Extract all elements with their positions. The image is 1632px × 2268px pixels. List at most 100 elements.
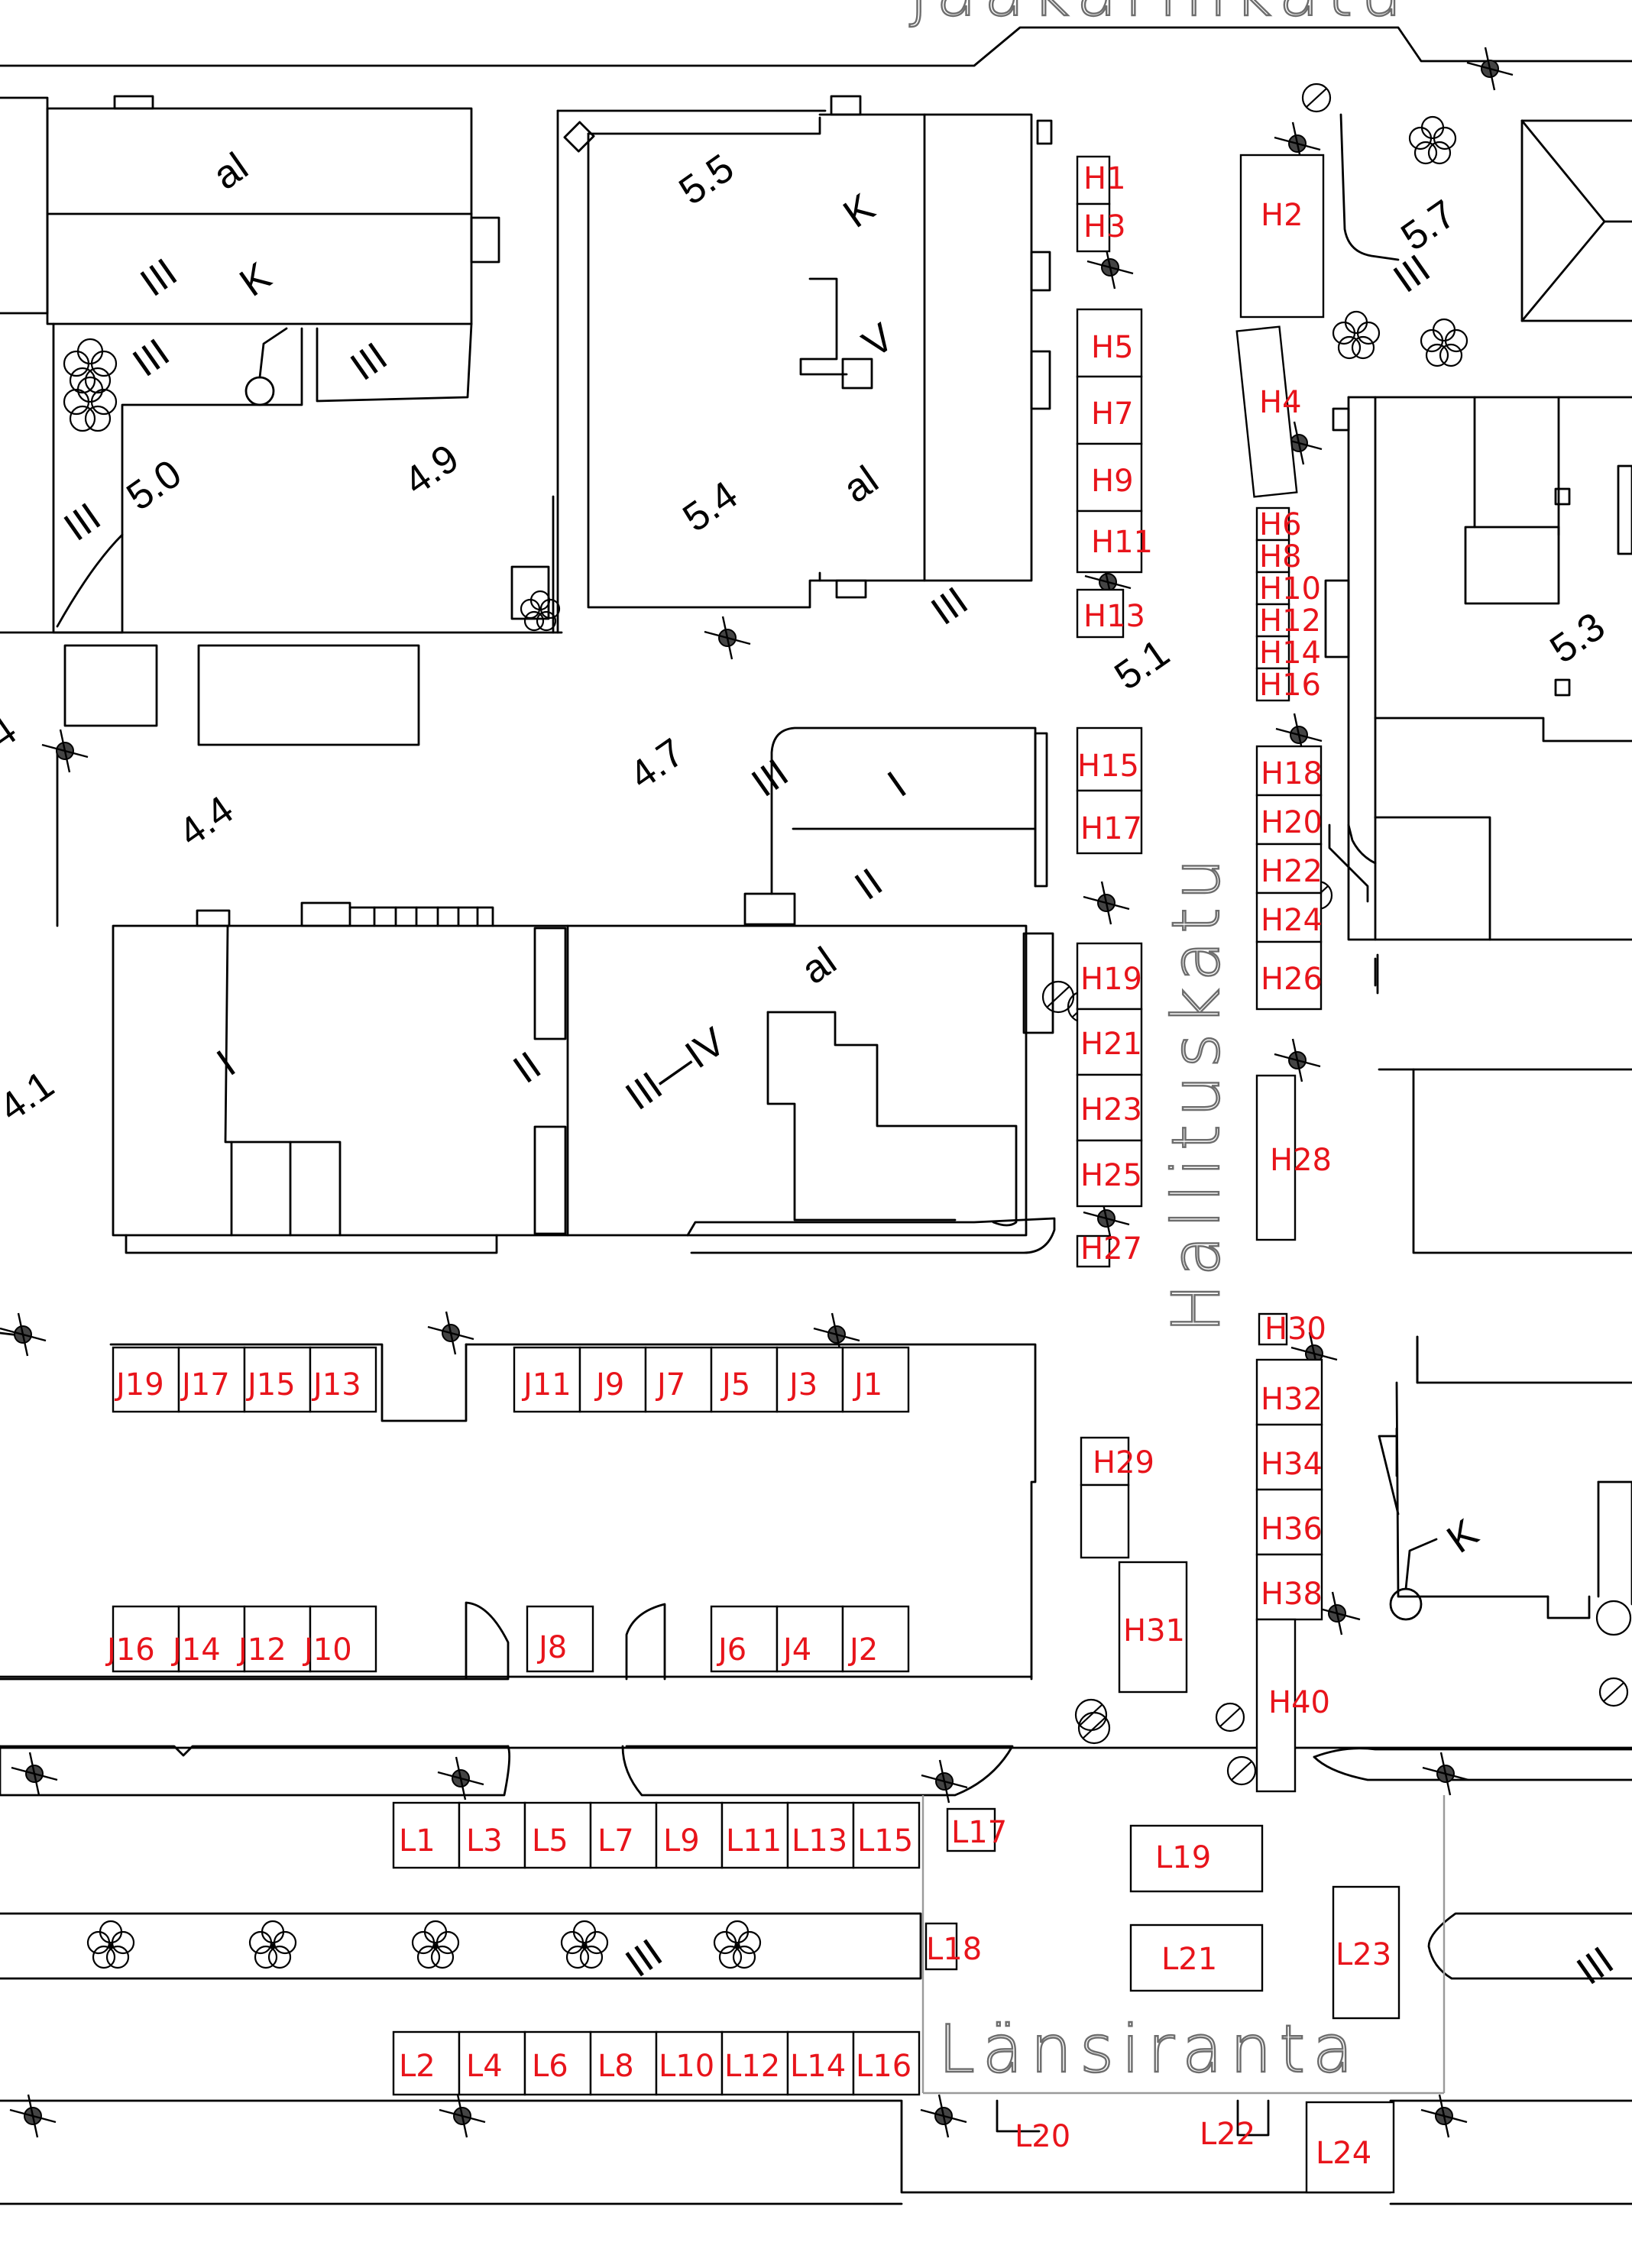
stall-label-j4[interactable]: J4 [781,1632,811,1668]
light-pole-icon [921,1759,968,1804]
stall-label-h21[interactable]: H21 [1080,1027,1142,1062]
stall-label-h16[interactable]: H16 [1259,668,1321,703]
stall-label-h14[interactable]: H14 [1259,636,1321,671]
stall-label-h10[interactable]: H10 [1259,571,1321,607]
stall-label-h24[interactable]: H24 [1261,903,1323,938]
stall-label-h23[interactable]: H23 [1080,1092,1142,1128]
valve-icon [1215,1702,1245,1733]
stall-label-h6[interactable]: H6 [1259,507,1302,542]
light-pole-icon [1274,1038,1321,1082]
light-pole-icon [704,616,751,660]
stall-label-h31[interactable]: H31 [1123,1613,1185,1648]
stall-label-l7[interactable]: L7 [597,1823,634,1859]
stall-label-j6[interactable]: J6 [716,1632,746,1668]
stall-label-j12[interactable]: J12 [236,1632,287,1668]
building-north-center [510,95,1053,634]
stall-label-j3[interactable]: J3 [787,1367,818,1403]
stall-rectangles [112,154,1400,2194]
stall-label-j10[interactable]: J10 [302,1632,352,1668]
stall-label-h9[interactable]: H9 [1091,464,1134,499]
stall-label-l24[interactable]: L24 [1316,2136,1371,2171]
stall-label-h4[interactable]: H4 [1259,385,1302,420]
stall-label-h29[interactable]: H29 [1093,1445,1154,1480]
stall-label-h20[interactable]: H20 [1261,805,1323,840]
valve-icon [1226,1755,1257,1786]
light-pole-icon [1083,881,1130,925]
stall-label-h17[interactable]: H17 [1080,811,1142,846]
stall-label-h28[interactable]: H28 [1270,1143,1332,1178]
stall-label-h30[interactable]: H30 [1264,1312,1326,1347]
stall-label-j5[interactable]: J5 [720,1367,750,1403]
stall-label-l10[interactable]: L10 [659,2049,714,2084]
valve-icon [1595,1600,1632,1636]
stall-label-h11[interactable]: H11 [1091,525,1153,560]
stall-label-h3[interactable]: H3 [1083,209,1126,244]
stall-label-l4[interactable]: L4 [466,2049,503,2084]
stall-label-l18[interactable]: L18 [926,1932,982,1967]
stall-label-l22[interactable]: L22 [1200,2117,1255,2152]
stall-label-j14[interactable]: J14 [170,1632,221,1668]
valve-icon [1598,1677,1629,1707]
stall-label-h32[interactable]: H32 [1261,1382,1323,1417]
stall-label-h26[interactable]: H26 [1261,962,1323,997]
stall-label-l20[interactable]: L20 [1015,2119,1070,2154]
stall-label-l6[interactable]: L6 [532,2049,568,2084]
stall-label-j13[interactable]: J13 [311,1367,361,1403]
stall-label-j1[interactable]: J1 [852,1367,882,1403]
light-poles [0,47,1514,2138]
stall-label-h36[interactable]: H36 [1261,1512,1323,1547]
stall-label-l2[interactable]: L2 [399,2049,436,2084]
stall-label-h5[interactable]: H5 [1091,330,1134,365]
stall-label-l17[interactable]: L17 [951,1815,1007,1850]
building-northeast [1324,113,1632,995]
stall-label-j15[interactable]: J15 [245,1367,296,1403]
stall-label-l9[interactable]: L9 [663,1823,700,1859]
stall-label-h13[interactable]: H13 [1083,599,1145,634]
light-pole-icon [1274,121,1321,166]
stall-label-l11[interactable]: L11 [726,1823,782,1859]
stall-label-l23[interactable]: L23 [1336,1937,1391,1972]
stall-label-l5[interactable]: L5 [532,1823,568,1859]
tree-icon [713,1920,762,1969]
stall-label-l14[interactable]: L14 [790,2049,846,2084]
stall-label-h40[interactable]: H40 [1268,1685,1330,1720]
street-label-vertical: Hallituskatu [1158,851,1235,1333]
stall-label-j11[interactable]: J11 [521,1367,572,1403]
stall-label-h34[interactable]: H34 [1261,1447,1323,1482]
stall-label-j2[interactable]: J2 [847,1632,878,1668]
stall-label-h19[interactable]: H19 [1080,962,1142,997]
stall-label-l3[interactable]: L3 [466,1823,503,1859]
stall-label-h2[interactable]: H2 [1261,198,1303,233]
stall-label-h27[interactable]: H27 [1080,1231,1142,1267]
stall-label-h38[interactable]: H38 [1261,1577,1323,1612]
stall-label-l21[interactable]: L21 [1161,1942,1217,1977]
stall-label-l13[interactable]: L13 [792,1823,847,1859]
stall-label-l8[interactable]: L8 [597,2049,634,2084]
stall-label-j8[interactable]: J8 [536,1630,567,1665]
stall-label-l15[interactable]: L15 [857,1823,913,1859]
building-east [1374,957,1632,1621]
stall-label-h15[interactable]: H15 [1077,749,1139,784]
stall-label-l12[interactable]: L12 [724,2049,780,2084]
stall-label-h25[interactable]: H25 [1080,1158,1142,1193]
stall-label-h22[interactable]: H22 [1261,854,1323,889]
light-pole-icon [1290,1331,1338,1376]
stall-label-j19[interactable]: J19 [114,1367,164,1403]
stall-label-h18[interactable]: H18 [1261,756,1323,791]
stall-label-l1[interactable]: L1 [399,1823,436,1859]
stall-label-h8[interactable]: H8 [1259,539,1302,574]
valve-icon [1301,83,1332,113]
building-central [56,644,1056,1254]
light-pole-icon [1420,2094,1468,2138]
stall-label-l19[interactable]: L19 [1155,1840,1211,1875]
stall-label-j9[interactable]: J9 [594,1367,624,1403]
stall-label-h12[interactable]: H12 [1259,603,1321,639]
stall-label-j16[interactable]: J16 [105,1632,155,1668]
stall-label-j17[interactable]: J17 [180,1367,230,1403]
stall-label-j7[interactable]: J7 [655,1367,685,1403]
stall-label-h7[interactable]: H7 [1091,396,1134,432]
stall-label-h1[interactable]: H1 [1083,161,1126,196]
street-label-top: Jaakarinkatu [909,0,1410,31]
light-pole-icon [11,1752,58,1796]
stall-label-l16[interactable]: L16 [856,2049,912,2084]
